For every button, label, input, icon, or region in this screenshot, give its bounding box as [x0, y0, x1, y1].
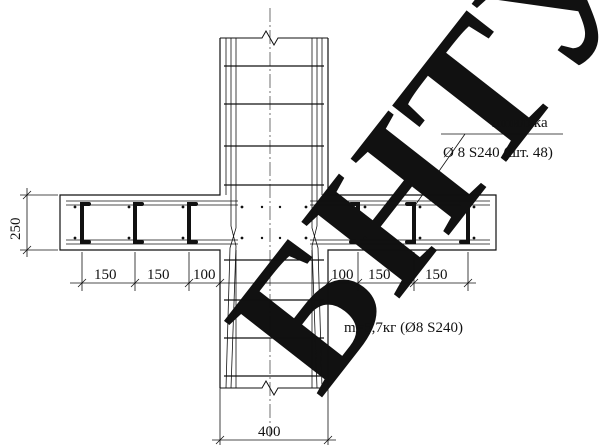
- pin-left-2: [133, 202, 144, 244]
- pin-left-1: [80, 202, 91, 244]
- watermark: БНТУ: [188, 0, 608, 426]
- pin-right-2: [405, 202, 416, 244]
- dim-left-1: 150: [94, 267, 117, 283]
- lower-column-ties: [224, 259, 324, 377]
- shear-pins: [80, 202, 470, 244]
- pin-spec-label: Ø 8 S240 (шт. 48): [443, 145, 553, 161]
- slab-thickness-dimension: [20, 188, 58, 257]
- dim-right-2: 150: [368, 267, 391, 283]
- pin-right-1: [349, 202, 360, 244]
- column-width-dimension: [212, 388, 336, 445]
- break-line-bottom: [220, 379, 328, 397]
- lower-column-bars: [225, 205, 323, 389]
- dim-left-2: 150: [147, 267, 170, 283]
- dim-right-1: 100: [331, 267, 354, 283]
- dim-left-3: 100: [193, 267, 216, 283]
- pin-left-3: [187, 202, 198, 244]
- column-width-label: 400: [258, 424, 281, 440]
- upper-column-ties: [224, 65, 324, 186]
- dim-right-3: 150: [425, 267, 448, 283]
- pin-right-3: [459, 202, 470, 244]
- pin-leader: [415, 133, 563, 205]
- pin-spacing-dimension: [70, 252, 476, 291]
- bar-dots: [73, 205, 476, 240]
- pin-title-label: шпилька: [492, 115, 548, 131]
- break-line-top: [220, 29, 328, 47]
- mass-label: m=5,7кг (Ø8 S240): [344, 320, 463, 336]
- slab-thickness-label: 250: [8, 218, 24, 241]
